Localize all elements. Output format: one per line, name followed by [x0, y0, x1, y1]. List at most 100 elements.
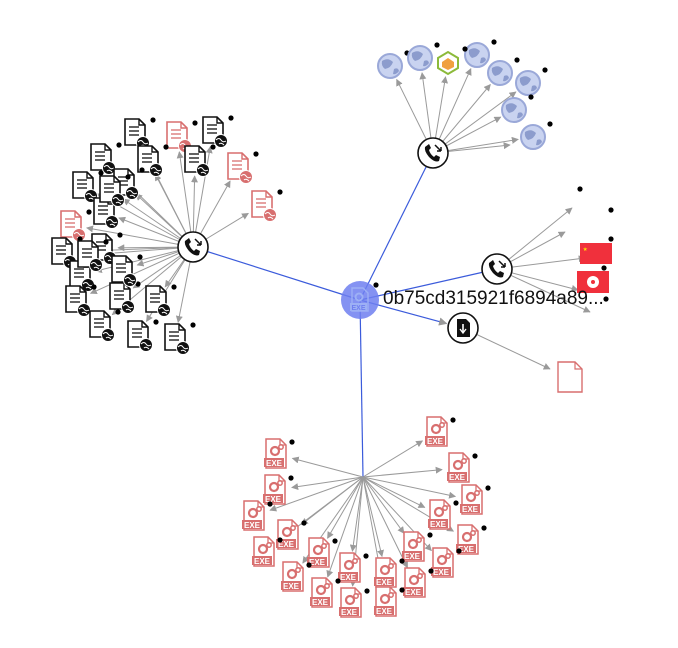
edge-south-15	[362, 476, 408, 569]
document-web-icon[interactable]	[227, 152, 253, 184]
url-globe-icon[interactable]	[520, 124, 546, 150]
edge-north-4	[432, 91, 517, 154]
hub-contacted-north[interactable]	[417, 137, 449, 169]
child-marker-dot	[289, 439, 295, 445]
exe-file-icon[interactable]: EXE	[263, 474, 286, 505]
child-marker-dot	[453, 500, 459, 506]
child-marker-dot	[117, 232, 123, 238]
document-web-icon[interactable]	[145, 285, 171, 317]
hub-contacted-east[interactable]	[481, 253, 513, 285]
hub-dropped-file[interactable]	[447, 312, 479, 344]
edge-file-0	[462, 327, 551, 370]
url-globe-icon[interactable]	[515, 70, 541, 96]
url-globe-icon[interactable]	[377, 53, 403, 79]
document-web-icon[interactable]	[65, 285, 91, 317]
dropped-file-icon[interactable]	[557, 361, 583, 393]
document-web-icon[interactable]	[90, 143, 116, 175]
child-marker-dot	[86, 209, 92, 215]
exe-file-icon[interactable]: EXE	[281, 561, 304, 592]
exe-file-icon[interactable]: EXE	[307, 537, 330, 568]
svg-text:EXE: EXE	[404, 552, 421, 561]
child-marker-dot	[139, 167, 145, 173]
edge-west-11	[86, 225, 194, 248]
svg-text:EXE: EXE	[427, 437, 444, 446]
document-web-icon[interactable]	[99, 175, 125, 207]
child-marker-dot	[528, 94, 534, 100]
document-web-icon[interactable]	[89, 310, 115, 342]
exe-file-icon[interactable]: EXE	[460, 484, 483, 515]
svg-text:EXE: EXE	[340, 573, 357, 582]
exe-file-icon[interactable]: EXE	[428, 499, 451, 530]
center-node-label[interactable]: 0b75cd315921f6894a89...	[383, 288, 604, 309]
exe-file-icon[interactable]: EXE	[242, 500, 265, 531]
url-globe-icon[interactable]	[487, 60, 513, 86]
svg-text:EXE: EXE	[244, 521, 261, 530]
edge-south-12	[349, 476, 364, 552]
svg-text:EXE: EXE	[376, 578, 393, 587]
flag-hong-kong-icon[interactable]	[577, 271, 609, 293]
document-web-icon[interactable]	[124, 118, 150, 150]
flag-china-icon[interactable]	[580, 243, 612, 264]
exe-file-icon[interactable]: EXE	[403, 567, 426, 598]
document-web-icon[interactable]	[77, 240, 103, 272]
document-web-icon[interactable]	[111, 255, 137, 287]
child-marker-dot	[472, 453, 478, 459]
url-globe-icon[interactable]	[407, 45, 433, 71]
exe-file-icon[interactable]: EXE	[374, 557, 397, 588]
child-marker-dot	[228, 115, 234, 121]
document-web-icon[interactable]	[109, 282, 135, 314]
exe-file-icon[interactable]: EXE	[276, 519, 299, 550]
child-marker-dot	[137, 254, 143, 260]
svg-text:EXE: EXE	[254, 557, 271, 566]
document-web-icon[interactable]	[60, 210, 86, 242]
document-web-icon[interactable]	[93, 197, 119, 229]
child-marker-dot	[456, 548, 462, 554]
child-marker-dot	[115, 309, 121, 315]
child-marker-dot	[491, 39, 497, 45]
edge-center-hub-north	[359, 152, 434, 301]
document-web-icon[interactable]	[127, 320, 153, 352]
edge-center-hub-east	[359, 268, 498, 301]
edge-south-11	[327, 476, 364, 539]
exe-file-icon[interactable]: EXE	[338, 552, 361, 583]
edge-south-5	[362, 476, 426, 508]
child-marker-dot	[462, 46, 468, 52]
hub-contacted-west[interactable]	[177, 231, 209, 263]
edges-layer	[77, 68, 591, 587]
edge-south-3	[362, 476, 457, 499]
service-logo-icon[interactable]	[437, 50, 459, 76]
child-marker-dot	[514, 57, 520, 63]
exe-file-icon[interactable]: EXE	[310, 577, 333, 608]
exe-file-icon[interactable]: EXE	[374, 586, 397, 617]
url-globe-icon[interactable]	[501, 97, 527, 123]
document-web-icon[interactable]	[137, 145, 163, 177]
exe-file-icon[interactable]: EXE	[264, 438, 287, 469]
document-web-icon[interactable]	[202, 116, 228, 148]
exe-file-icon[interactable]: EXE	[252, 536, 275, 567]
document-web-icon[interactable]	[164, 323, 190, 355]
center-exe-node[interactable]: EXE	[341, 281, 379, 319]
edge-west-15	[89, 246, 194, 294]
edge-south-2	[291, 456, 364, 478]
child-marker-dot	[335, 578, 341, 584]
svg-text:EXE: EXE	[430, 520, 447, 529]
url-globe-icon[interactable]	[464, 42, 490, 68]
svg-text:EXE: EXE	[341, 608, 358, 617]
exe-file-icon[interactable]: EXE	[431, 547, 454, 578]
child-marker-dot	[608, 207, 614, 213]
child-marker-dot	[116, 142, 122, 148]
child-marker-dot	[98, 170, 104, 176]
exe-file-icon[interactable]: EXE	[339, 587, 362, 618]
child-marker-dot	[190, 322, 196, 328]
svg-text:EXE: EXE	[405, 588, 422, 597]
edge-south-13	[362, 476, 384, 558]
exe-file-icon[interactable]: EXE	[425, 416, 448, 447]
svg-text:EXE: EXE	[309, 558, 326, 567]
document-web-icon[interactable]	[251, 190, 277, 222]
exe-file-icon[interactable]: EXE	[402, 531, 425, 562]
child-marker-dot	[253, 151, 259, 157]
svg-text:EXE: EXE	[462, 505, 479, 514]
document-web-icon[interactable]	[184, 145, 210, 177]
exe-file-icon[interactable]: EXE	[447, 452, 470, 483]
